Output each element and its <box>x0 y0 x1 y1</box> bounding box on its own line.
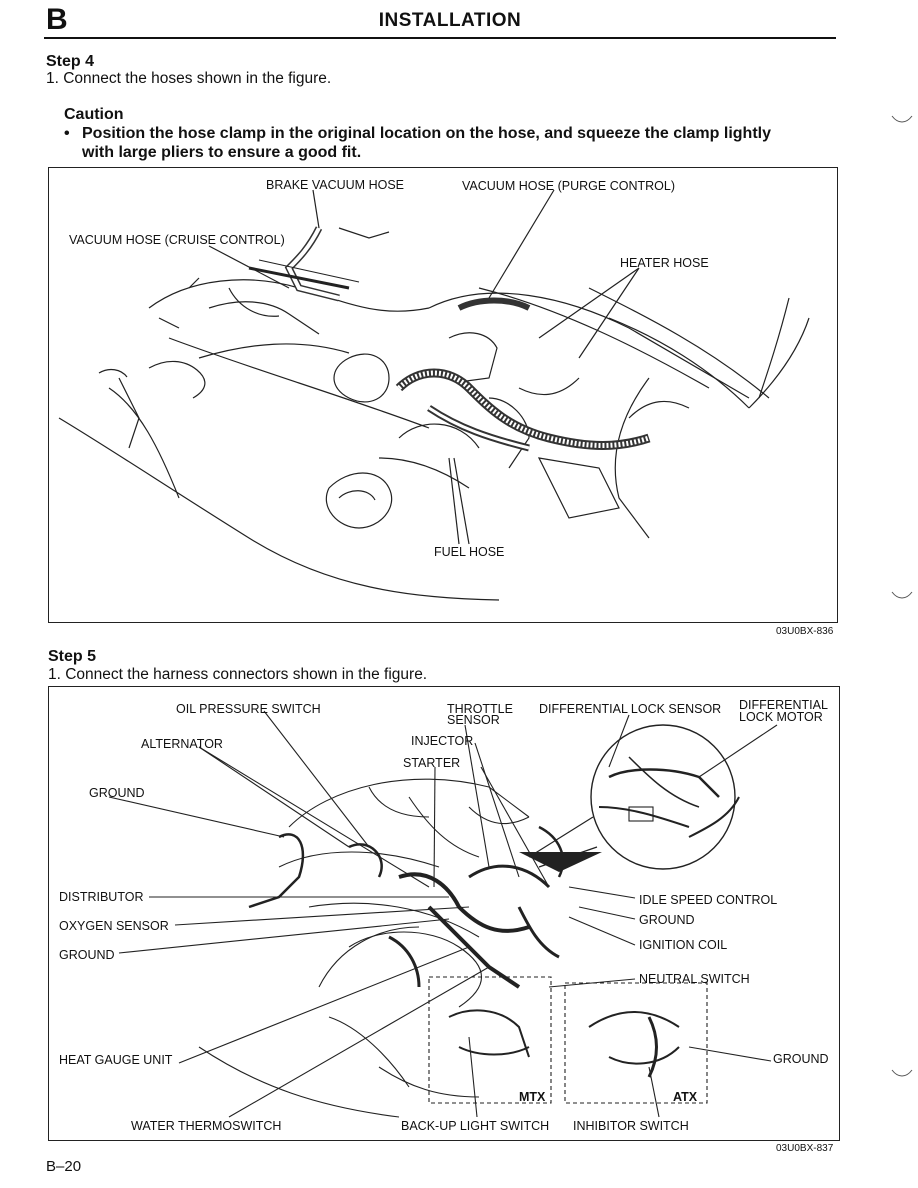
header-divider <box>44 37 836 39</box>
caution-line-1: Position the hose clamp in the original … <box>82 125 771 142</box>
figure-harness: OIL PRESSURE SWITCH THROTTLE SENSOR DIFF… <box>48 686 840 1141</box>
differential-lock-sensor-label: DIFFERENTIAL LOCK SENSOR <box>539 702 722 716</box>
step5-instruction: 1. Connect the harness connectors shown … <box>48 666 428 683</box>
engine-hose-illustration <box>58 189 810 601</box>
page-number: B–20 <box>46 1158 82 1175</box>
heater-hose-label: HEATER HOSE <box>620 256 709 270</box>
page-title: INSTALLATION <box>378 10 522 31</box>
margin-mark-icon <box>891 591 913 599</box>
caution-line-2: with large pliers to ensure a good fit. <box>82 144 362 161</box>
injector-label: INJECTOR <box>411 734 474 748</box>
back-up-light-switch-label: BACK-UP LIGHT SWITCH <box>401 1119 550 1133</box>
alternator-label: ALTERNATOR <box>141 737 223 751</box>
brake-vacuum-hose-label: BRAKE VACUUM HOSE <box>266 178 404 192</box>
ground-top-label: GROUND <box>89 786 145 800</box>
caution-text: • Position the hose clamp in the original… <box>64 124 854 162</box>
figure-hoses: BRAKE VACUUM HOSE VACUUM HOSE (PURGE CON… <box>48 167 838 623</box>
heat-gauge-unit-label: HEAT GAUGE UNIT <box>59 1053 173 1067</box>
oil-pressure-switch-label: OIL PRESSURE SWITCH <box>176 702 321 716</box>
margin-mark-icon <box>891 1069 913 1077</box>
mtx-label: MTX <box>519 1090 546 1104</box>
bullet-icon: • <box>64 125 70 142</box>
step4-title: Step 4 <box>46 53 95 70</box>
vacuum-hose-cruise-label: VACUUM HOSE (CRUISE CONTROL) <box>69 233 285 247</box>
ground-left-label: GROUND <box>59 948 115 962</box>
neutral-switch-label: NEUTRAL SWITCH <box>639 972 750 986</box>
step5-title: Step 5 <box>48 648 97 665</box>
harness-connector-illustration <box>108 710 778 1118</box>
water-thermoswitch-label: WATER THERMOSWITCH <box>131 1119 282 1133</box>
atx-label: ATX <box>673 1090 698 1104</box>
idle-speed-control-label: IDLE SPEED CONTROL <box>639 893 778 907</box>
figure-code-837: 03U0BX-837 <box>776 1143 834 1154</box>
fuel-hose-label: FUEL HOSE <box>434 545 505 559</box>
ignition-coil-label: IGNITION COIL <box>639 938 728 952</box>
distributor-label: DISTRIBUTOR <box>59 890 144 904</box>
differential-lock-motor-label-2: LOCK MOTOR <box>739 710 823 724</box>
inhibitor-switch-label: INHIBITOR SWITCH <box>573 1119 689 1133</box>
oxygen-sensor-label: OXYGEN SENSOR <box>59 919 169 933</box>
figure-code-836: 03U0BX-836 <box>776 626 834 637</box>
section-letter: B <box>46 3 68 36</box>
vacuum-hose-purge-label: VACUUM HOSE (PURGE CONTROL) <box>462 179 675 193</box>
throttle-sensor-label-1: THROTTLE <box>447 702 513 716</box>
caution-title: Caution <box>64 106 124 123</box>
differential-lock-motor-label-1: DIFFERENTIAL <box>739 698 828 712</box>
margin-mark-icon <box>891 115 913 123</box>
ground-bottom-right-label: GROUND <box>773 1052 829 1066</box>
ground-right-label: GROUND <box>639 913 695 927</box>
starter-label: STARTER <box>403 756 461 770</box>
step4-instruction: 1. Connect the hoses shown in the figure… <box>46 70 332 87</box>
throttle-sensor-label-2: SENSOR <box>447 713 500 727</box>
